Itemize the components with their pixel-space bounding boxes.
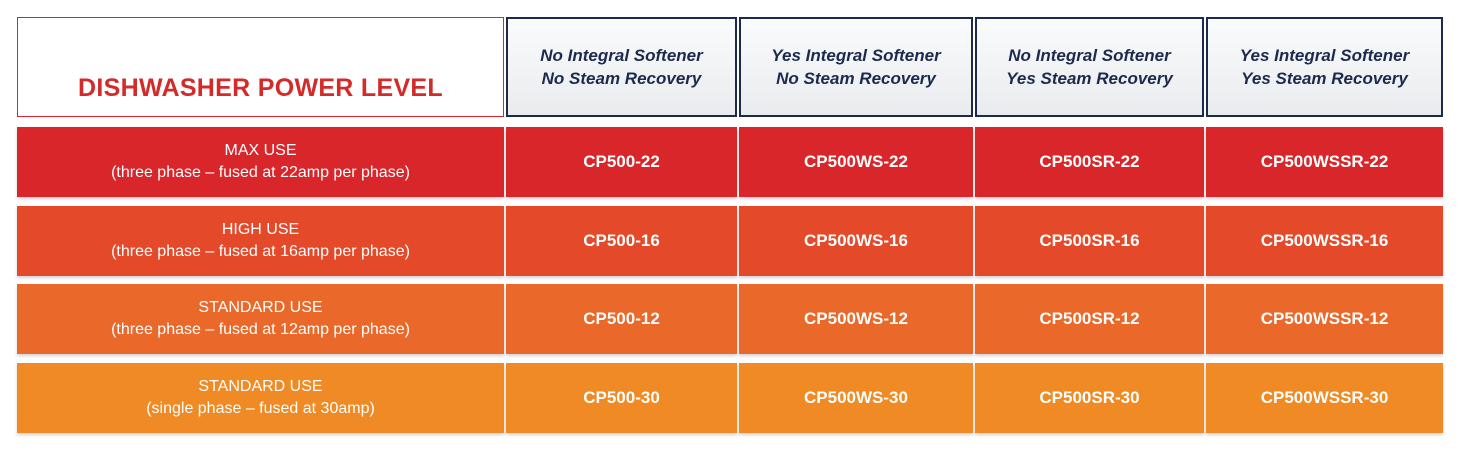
- table-row-max-use: MAX USE (three phase – fused at 22amp pe…: [17, 127, 1443, 197]
- model-code-cell: CP500WS-16: [739, 206, 973, 276]
- model-code: CP500SR-30: [1039, 388, 1140, 407]
- model-code: CP500WSSR-16: [1260, 231, 1389, 250]
- column-header-line1: No Integral Softener: [1008, 46, 1171, 65]
- column-header-2: Yes Integral Softener No Steam Recovery: [739, 17, 973, 117]
- table-row-standard-use-three-phase: STANDARD USE (three phase – fused at 12a…: [17, 284, 1443, 354]
- power-level-label: STANDARD USE: [198, 378, 323, 395]
- table-row-standard-use-single-phase: STANDARD USE (single phase – fused at 30…: [17, 363, 1443, 433]
- model-code: CP500WSSR-22: [1260, 152, 1389, 171]
- table-title: DISHWASHER POWER LEVEL: [78, 74, 443, 102]
- model-code-cell: CP500-16: [506, 206, 737, 276]
- column-header-3: No Integral Softener Yes Steam Recovery: [975, 17, 1204, 117]
- model-code: CP500WSSR-30: [1260, 388, 1389, 407]
- model-code: CP500-22: [583, 152, 660, 171]
- power-level-detail: (single phase – fused at 30amp): [146, 400, 375, 417]
- power-level-label: STANDARD USE: [198, 299, 323, 316]
- model-code-cell: CP500WSSR-22: [1206, 127, 1443, 197]
- power-level-cell: HIGH USE (three phase – fused at 16amp p…: [17, 206, 504, 276]
- power-level-cell: STANDARD USE (three phase – fused at 12a…: [17, 284, 504, 354]
- model-code-cell: CP500SR-30: [975, 363, 1204, 433]
- model-code: CP500WS-22: [804, 152, 908, 171]
- column-header-line1: No Integral Softener: [540, 46, 703, 65]
- column-header-line2: Yes Steam Recovery: [1241, 69, 1408, 88]
- power-level-detail: (three phase – fused at 22amp per phase): [111, 164, 410, 181]
- model-code-cell: CP500SR-12: [975, 284, 1204, 354]
- power-level-cell: MAX USE (three phase – fused at 22amp pe…: [17, 127, 504, 197]
- model-code: CP500WSSR-12: [1260, 309, 1389, 328]
- power-level-label: HIGH USE: [221, 221, 300, 238]
- power-level-cell: STANDARD USE (single phase – fused at 30…: [17, 363, 504, 433]
- model-code: CP500-30: [583, 388, 660, 407]
- column-header-line2: No Steam Recovery: [776, 69, 936, 88]
- table-row-high-use: HIGH USE (three phase – fused at 16amp p…: [17, 206, 1443, 276]
- model-code: CP500WS-16: [804, 231, 908, 250]
- power-level-detail: (three phase – fused at 12amp per phase): [111, 321, 410, 338]
- model-code: CP500-12: [583, 309, 660, 328]
- column-header-4: Yes Integral Softener Yes Steam Recovery: [1206, 17, 1443, 117]
- model-code: CP500WS-30: [804, 388, 908, 407]
- model-code-cell: CP500-30: [506, 363, 737, 433]
- column-header-1: No Integral Softener No Steam Recovery: [506, 17, 737, 117]
- table-title-box: DISHWASHER POWER LEVEL: [17, 17, 504, 117]
- model-code: CP500-16: [583, 231, 660, 250]
- column-header-line2: No Steam Recovery: [541, 69, 702, 88]
- model-code-cell: CP500-12: [506, 284, 737, 354]
- model-code: CP500SR-22: [1039, 152, 1140, 171]
- model-code-cell: CP500WSSR-16: [1206, 206, 1443, 276]
- column-header-line1: Yes Integral Softener: [1239, 46, 1410, 65]
- power-level-detail: (three phase – fused at 16amp per phase): [111, 243, 410, 260]
- model-code-cell: CP500WSSR-30: [1206, 363, 1443, 433]
- model-code: CP500WS-12: [804, 309, 908, 328]
- model-code-cell: CP500WSSR-12: [1206, 284, 1443, 354]
- column-header-line1: Yes Integral Softener: [771, 46, 941, 65]
- model-code: CP500SR-12: [1039, 309, 1140, 328]
- model-code-cell: CP500SR-22: [975, 127, 1204, 197]
- model-code-cell: CP500WS-12: [739, 284, 973, 354]
- model-code-cell: CP500WS-30: [739, 363, 973, 433]
- model-code-cell: CP500SR-16: [975, 206, 1204, 276]
- power-level-label: MAX USE: [224, 142, 297, 159]
- model-code-cell: CP500WS-22: [739, 127, 973, 197]
- model-code: CP500SR-16: [1039, 231, 1140, 250]
- column-header-line2: Yes Steam Recovery: [1006, 69, 1173, 88]
- model-code-cell: CP500-22: [506, 127, 737, 197]
